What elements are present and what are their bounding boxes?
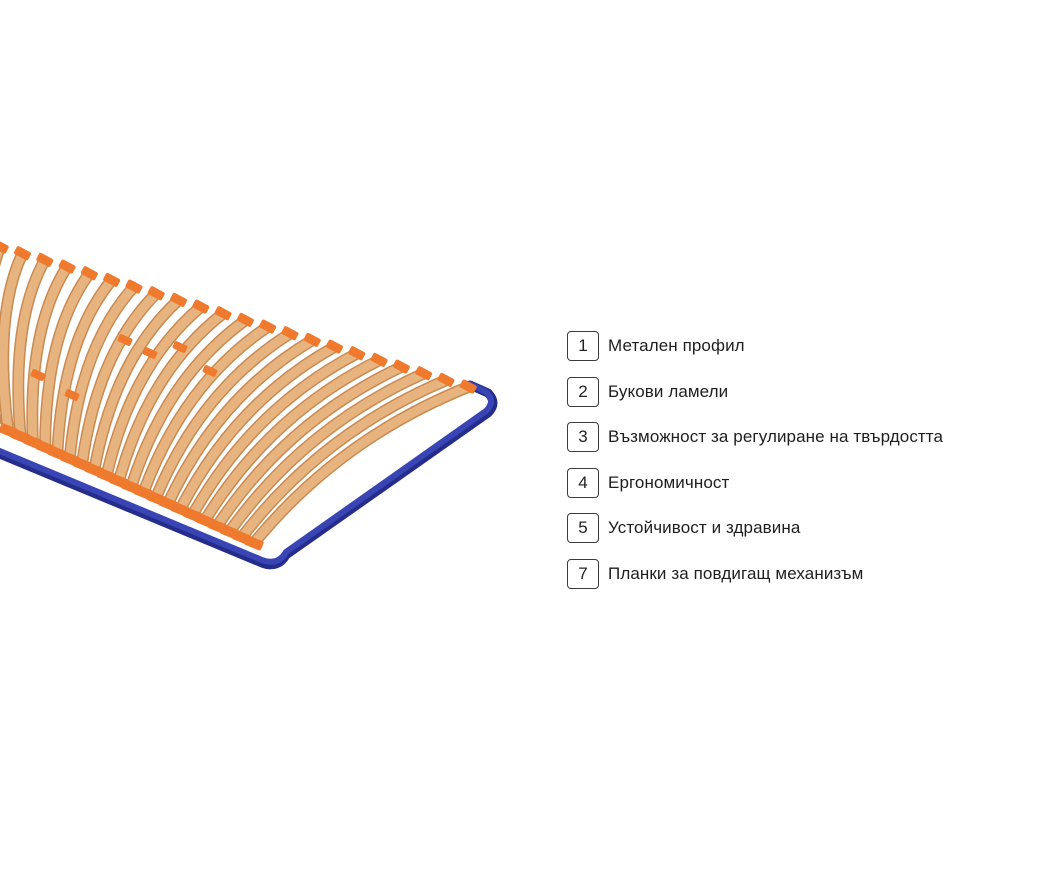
- wooden-slat: [213, 362, 404, 529]
- slat-holder: [459, 379, 477, 394]
- firmness-regulator: [142, 347, 158, 359]
- feature-item-7: 7 Планки за повдигащ механизъм: [567, 558, 1037, 590]
- slat-holder: [303, 332, 321, 347]
- feature-label: Метален профил: [608, 336, 745, 355]
- feature-item-2: 2 Букови ламели: [567, 376, 1037, 408]
- wooden-slat: [13, 258, 49, 437]
- wooden-slat: [102, 303, 204, 477]
- feature-number-badge: 4: [567, 467, 599, 498]
- firmness-regulator: [30, 369, 46, 381]
- slat-holder: [415, 366, 433, 381]
- wooden-slat: [65, 283, 138, 460]
- wooden-slat: [139, 323, 270, 494]
- slat-holder: [147, 286, 165, 301]
- slat-holder: [36, 252, 54, 267]
- slat-holder: [103, 272, 121, 287]
- feature-item-5: 5 Устойчивост и здравина: [567, 512, 1037, 544]
- slatted-bed-base-illustration: [0, 239, 498, 570]
- slat-holder: [348, 346, 366, 361]
- feature-item-1: 1 Метален профил: [567, 330, 1037, 362]
- slat-holder: [370, 352, 388, 367]
- feature-label: Устойчивост и здравина: [608, 518, 801, 538]
- slat-holder: [0, 239, 9, 254]
- feature-number-badge: 1: [567, 331, 599, 361]
- feature-label: Букови ламели: [608, 381, 729, 401]
- wooden-slat: [126, 316, 248, 489]
- feature-label: Ергономичност: [608, 472, 730, 492]
- firmness-regulator: [117, 334, 133, 346]
- feature-list: 1 Метален профил 2 Букови ламели 3 Възмо…: [567, 330, 1037, 604]
- slat-holder: [259, 319, 277, 334]
- firmness-regulator: [172, 341, 188, 353]
- wooden-slat: [250, 382, 470, 546]
- slat-holder: [80, 266, 98, 281]
- slat-holder: [392, 359, 410, 374]
- bed-base-image: [0, 235, 510, 580]
- wooden-slat: [89, 297, 182, 471]
- wooden-slat: [0, 251, 27, 432]
- wooden-slat: [238, 376, 448, 541]
- wooden-slat: [225, 369, 426, 535]
- firmness-regulator: [64, 389, 80, 401]
- wooden-slat: [52, 277, 115, 454]
- slat-holder: [192, 299, 210, 314]
- slat-holder: [125, 279, 143, 294]
- slat-holder: [14, 246, 31, 261]
- feature-number-badge: 3: [567, 422, 599, 453]
- feature-number-badge: 5: [567, 513, 599, 544]
- slat-holder: [58, 259, 76, 274]
- wooden-slat: [27, 264, 71, 443]
- slat-holder: [170, 292, 187, 307]
- feature-item-3: 3 Възможност за регулиране на твърдостта: [567, 421, 1037, 453]
- slat-holder: [236, 312, 254, 327]
- wooden-slat: [188, 349, 359, 518]
- slat-holder: [244, 535, 264, 551]
- feature-item-4: 4 Ергономичност: [567, 467, 1037, 499]
- feature-number-badge: 2: [567, 376, 599, 407]
- wooden-slat: [77, 290, 160, 465]
- feature-number-badge: 7: [567, 558, 599, 589]
- wooden-slat: [201, 356, 381, 523]
- wooden-slat: [114, 310, 226, 483]
- feature-label: Планки за повдигащ механизъм: [608, 563, 864, 583]
- wooden-slat: [151, 329, 293, 500]
- wooden-slat: [176, 343, 337, 512]
- metal-frame: [0, 381, 494, 565]
- wooden-slat: [163, 336, 315, 506]
- slat-holder: [281, 326, 299, 341]
- firmness-regulator: [202, 365, 218, 377]
- slat-holder: [326, 339, 343, 354]
- slat-holder: [214, 306, 232, 321]
- slat-holder: [437, 372, 455, 387]
- wooden-slat: [40, 271, 93, 448]
- feature-label: Възможност за регулиране на твърдостта: [608, 427, 944, 447]
